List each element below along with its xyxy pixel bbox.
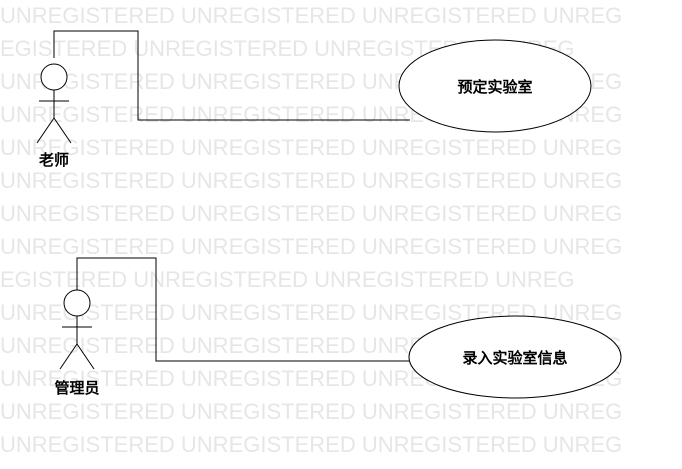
actor-left-leg xyxy=(59,343,78,370)
actor-label: 老师 xyxy=(38,151,69,169)
use-case-ellipse xyxy=(408,315,622,399)
use-case-label: 录入实验室信息 xyxy=(462,349,567,367)
actor-right-leg xyxy=(53,117,72,144)
actor-right-leg xyxy=(76,343,95,370)
use-case-enter-lab-info[interactable]: 录入实验室信息 xyxy=(408,315,622,399)
actor-teacher[interactable]: 老师 xyxy=(36,63,72,169)
actor-left-leg xyxy=(36,117,55,144)
association-teacher-book-lab[interactable] xyxy=(53,30,410,121)
actor-admin[interactable]: 管理员 xyxy=(54,289,100,397)
use-case-label: 预定实验室 xyxy=(457,78,532,96)
use-case-ellipse xyxy=(398,39,592,133)
actor-head xyxy=(40,63,68,91)
use-case-book-lab[interactable]: 预定实验室 xyxy=(398,39,592,133)
actor-head xyxy=(63,289,91,317)
association-admin-enter-lab-info[interactable] xyxy=(76,257,420,362)
actor-label: 管理员 xyxy=(54,379,99,397)
